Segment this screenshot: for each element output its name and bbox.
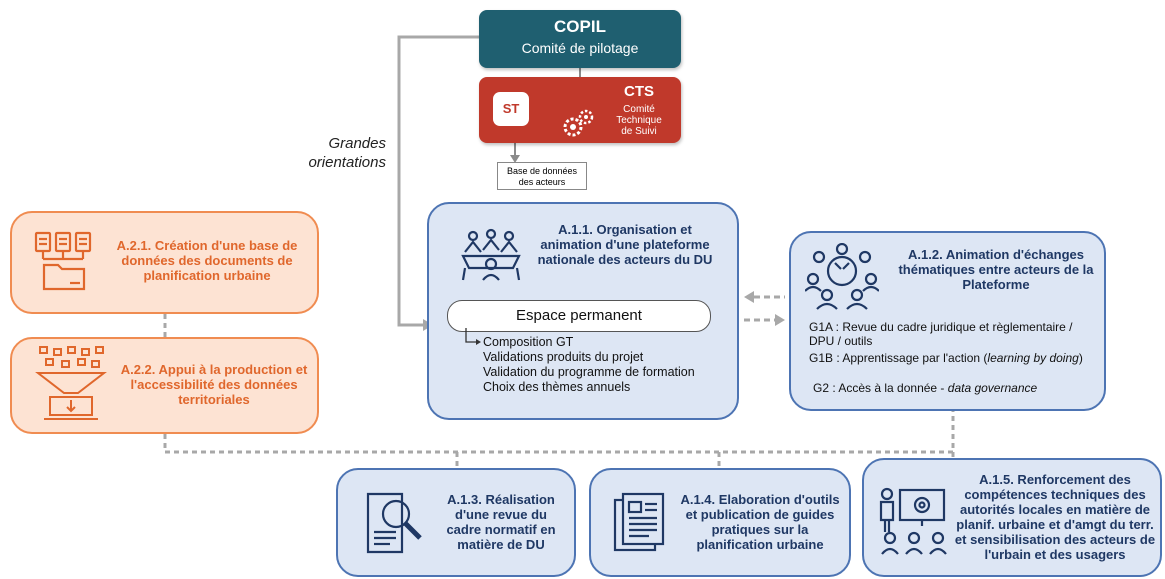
list-item: Validations produits du projet: [483, 350, 644, 364]
arrowhead-left: [744, 291, 754, 303]
a14-box: A.1.4. Elaboration d'outils et publicati…: [589, 468, 851, 577]
meeting-table-icon: [461, 228, 521, 281]
list-item: Composition GT: [483, 335, 574, 349]
a21-title: A.2.1. Création d'une base de données de…: [116, 238, 298, 283]
copil-subtitle: Comité de pilotage: [521, 40, 639, 56]
cts-subtitle: Comité Technique de Suivi: [616, 104, 662, 137]
grandes-orientations-connector: [397, 35, 479, 327]
cts-title: CTS: [624, 83, 654, 100]
bottom-network: [163, 411, 955, 454]
a11-title: A.1.1. Organisation et animation d'une p…: [537, 222, 713, 267]
st-badge: ST: [493, 92, 529, 126]
a22-title: A.2.2. Appui à la production et l'access…: [120, 362, 308, 407]
a15-box: A.1.5. Renforcement des compétences tech…: [862, 458, 1162, 577]
group-text: Accès à la donnée -: [838, 381, 948, 395]
group-code: G1B :: [809, 351, 840, 365]
training-presentation-icon: [879, 487, 947, 555]
a13-box: A.1.3. Réalisation d'une revue du cadre …: [336, 468, 576, 577]
espace-permanent: Espace permanent: [447, 300, 711, 332]
documents-folder-icon: [34, 231, 92, 291]
list-item: Choix des thèmes annuels: [483, 380, 631, 394]
group-code: G2 :: [813, 381, 836, 395]
gears-icon: [563, 109, 594, 137]
group-text-after: ): [1078, 351, 1083, 365]
a13-title: A.1.3. Réalisation d'une revue du cadre …: [446, 492, 556, 552]
group-text: Revue du cadre juridique et règlementair…: [809, 320, 1073, 348]
a11-box: A.1.1. Organisation et animation d'une p…: [427, 202, 739, 420]
list-item: Validation du programme de formation: [483, 365, 695, 379]
group-text-italic: data governance: [947, 381, 1038, 395]
copil-box: COPIL Comité de pilotage: [479, 10, 681, 68]
copil-title: COPIL: [554, 17, 606, 36]
newspaper-guides-icon: [613, 492, 665, 552]
a12-box: A.1.2. Animation d'échanges thématiques …: [789, 231, 1106, 411]
base-acteurs-box: Base de données des acteurs: [497, 162, 587, 190]
group-text: Apprentissage par l'action (: [842, 351, 988, 365]
arrowhead-down: [510, 155, 520, 163]
group-text-italic: learning by doing: [987, 351, 1079, 365]
cts-box: ST CTS Comité Technique de Suivi: [479, 77, 681, 143]
a21-box: A.2.1. Création d'une base de données de…: [10, 211, 319, 314]
group-code: G1A :: [809, 320, 840, 334]
a22-box: A.2.2. Appui à la production et l'access…: [10, 337, 319, 434]
a11-list: Composition GT Validations produits du p…: [483, 335, 695, 395]
group-g2: G2 : Accès à la donnée - data governance: [813, 381, 1103, 395]
arrowhead-right-dashed: [775, 314, 785, 326]
document-magnifier-icon: [366, 492, 422, 554]
group-discussion-icon: [805, 243, 879, 310]
a15-title: A.1.5. Renforcement des compétences tech…: [954, 472, 1156, 562]
a14-title: A.1.4. Elaboration d'outils et publicati…: [680, 492, 840, 552]
data-funnel-laptop-icon: [35, 346, 107, 420]
group-g1a: G1A : Revue du cadre juridique et règlem…: [809, 320, 1099, 348]
branch-arrow-icon: [465, 328, 481, 345]
grandes-orientations-label: Grandes orientations: [308, 135, 386, 171]
group-g1b: G1B : Apprentissage par l'action (learni…: [809, 351, 1099, 365]
a12-title: A.1.2. Animation d'échanges thématiques …: [898, 247, 1094, 292]
